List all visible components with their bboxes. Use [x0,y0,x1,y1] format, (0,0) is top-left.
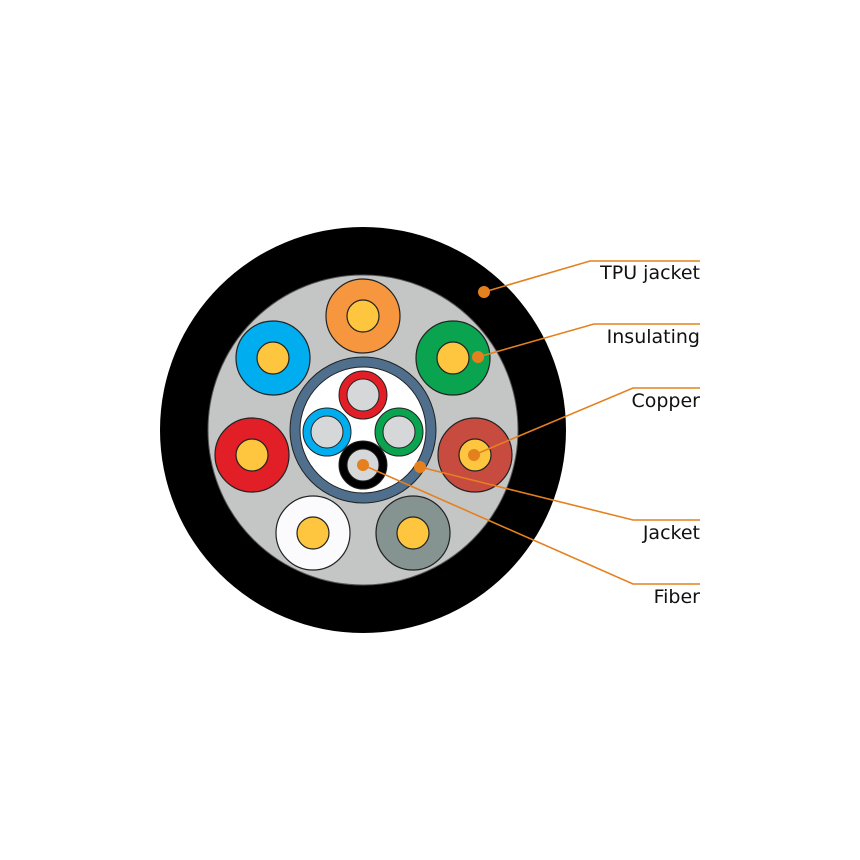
leader-line-copper [473,387,700,456]
fiber-blue [303,408,351,456]
fiber-tube-outline [289,356,437,504]
label-tpu-jacket: TPU jacket [600,262,700,284]
leader-dot-insulating [472,351,484,363]
fiber-outline-blue [302,407,352,457]
leader-dot-jacket [414,461,426,473]
copper-core-gray [396,516,430,550]
fiber-inner-green [382,415,416,449]
leader-dot-tpu-jacket [478,286,490,298]
copper-core-white [296,516,330,550]
fiber-inner-blue [310,415,344,449]
leader-line-insulating [477,323,700,358]
copper-core-blue [256,341,290,375]
label-fiber: Fiber [653,586,700,608]
label-jacket: Jacket [642,522,700,544]
fiber-outline-black [338,440,388,490]
leader-dot-copper [468,449,480,461]
fiber-green [375,408,423,456]
copper-core-orange [346,299,380,333]
copper-core-green [436,341,470,375]
leader-line-jacket [419,466,700,521]
fiber-inner-black [346,448,380,482]
leader-dot-fiber [357,459,369,471]
fiber-tube-inline [299,366,427,494]
copper-core-red [235,438,269,472]
fiber-red [339,371,387,419]
label-insulating: Insulating [606,326,700,348]
label-copper: Copper [631,390,700,412]
fiber-tube-jacket [290,357,436,503]
fiber-outline-green [374,407,424,457]
leader-line-fiber [362,464,700,585]
leader-line-tpu-jacket [483,260,700,293]
fiber-outline-red [338,370,388,420]
fiber-inner-red [346,378,380,412]
